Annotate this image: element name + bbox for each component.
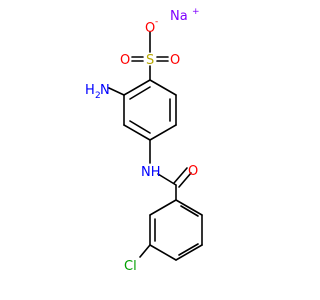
nh-carbonyl-bond — [157, 173, 177, 186]
chemical-structure-diagram: Na + O - S O O H 2 N NH O Cl — [85, 7, 203, 274]
bond — [149, 244, 177, 261]
chloro-label: Cl — [124, 259, 137, 274]
bond — [175, 199, 203, 216]
bond — [178, 243, 199, 256]
bond — [123, 124, 151, 141]
sulfonate-bonds — [131, 31, 169, 81]
bond — [129, 120, 151, 134]
sulfonate-oxygen-left: O — [120, 53, 130, 68]
sodium-label: Na — [170, 9, 188, 24]
amine-nitrogen: N — [100, 83, 110, 98]
upper-ring — [123, 79, 177, 141]
amine-hydrogen: H — [85, 83, 95, 98]
sulfonate-oxygen-top: O — [145, 21, 155, 36]
carbonyl-oxygen-label: O — [188, 164, 198, 179]
bond — [123, 79, 151, 96]
sulfur-label: S — [146, 53, 154, 68]
bond — [149, 124, 177, 141]
bond — [149, 79, 177, 96]
chloro-bond — [139, 244, 151, 258]
sodium-charge: + — [192, 7, 200, 17]
carbonyl-double-bond — [173, 167, 188, 184]
bond — [129, 86, 151, 100]
amino-bond — [108, 87, 125, 96]
sulfonate-oxygen-right: O — [170, 53, 180, 68]
lower-ring — [149, 199, 203, 261]
structure-canvas: Na + O - S O O H 2 N NH O Cl — [85, 7, 203, 274]
carbonyl-double-bond — [178, 172, 192, 188]
sulfonate-oxygen-charge: - — [155, 17, 158, 27]
bond — [175, 244, 203, 261]
amine-subscript: 2 — [95, 91, 101, 101]
bond — [149, 199, 177, 216]
amide-nh-label: NH — [141, 165, 161, 180]
bond — [180, 205, 199, 217]
